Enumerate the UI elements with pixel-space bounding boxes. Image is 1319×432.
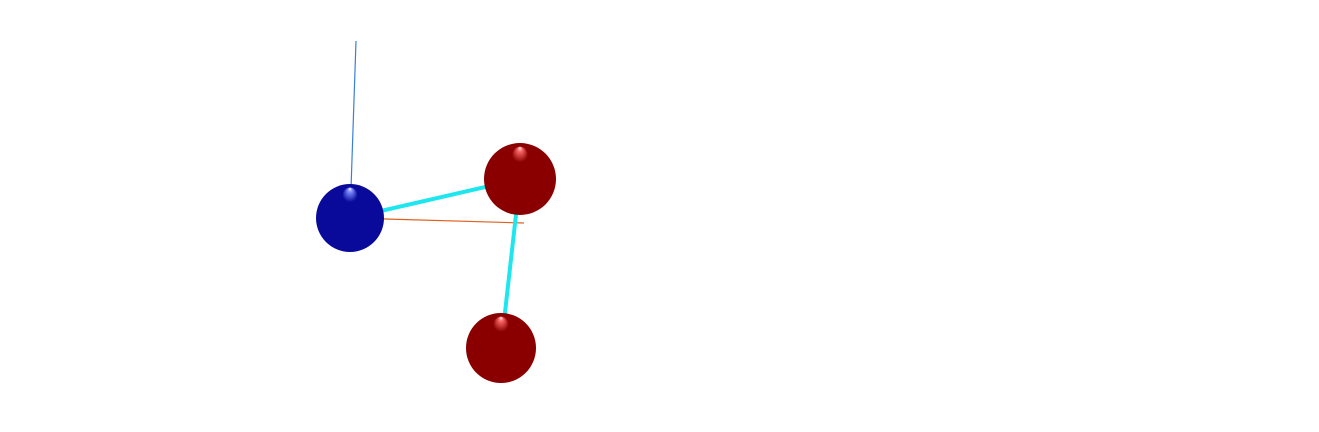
atoms-layer <box>316 143 556 383</box>
red-sphere-lower[interactable] <box>466 313 536 383</box>
red-sphere-upper[interactable] <box>484 143 556 215</box>
blue-sphere[interactable] <box>316 184 384 252</box>
